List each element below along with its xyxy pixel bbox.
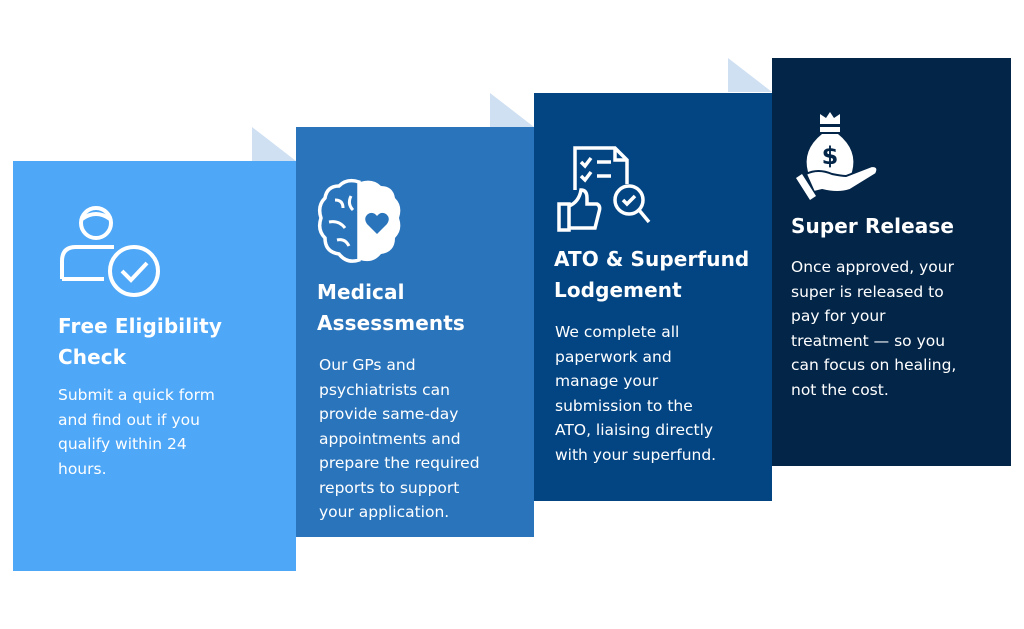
body-line: Once approved, your (791, 258, 954, 276)
title-line: Lodgement (554, 278, 682, 302)
body-line: and find out if you (58, 410, 200, 429)
title-line: Super Release (791, 214, 954, 238)
page-fold (252, 127, 296, 161)
step-title: Super Release (791, 211, 954, 242)
step-description: Once approved, your super is released to… (791, 255, 956, 402)
page-fold (490, 93, 534, 127)
body-line: Our GPs and (319, 356, 416, 374)
title-line: Medical (317, 280, 405, 304)
step-description: We complete all paperwork and manage you… (555, 320, 716, 467)
body-line: We complete all (555, 323, 680, 341)
step-title: Medical Assessments (317, 277, 465, 339)
step-title: Free Eligibility Check (58, 311, 222, 373)
svg-text:$: $ (822, 142, 839, 170)
body-line: can focus on healing, (791, 356, 957, 374)
title-line: Free Eligibility (58, 314, 222, 338)
page-fold (728, 58, 772, 92)
brain-heart-icon (317, 178, 401, 263)
body-line: reports to support (319, 478, 460, 497)
body-line: treatment — so you (791, 331, 946, 350)
body-line: not the cost. (791, 380, 889, 399)
body-line: super is released to (791, 282, 944, 301)
body-line: with your superfund. (555, 445, 717, 464)
body-line: submission to the (555, 396, 693, 415)
body-line: psychiatrists can (319, 380, 450, 399)
body-line: manage your (555, 372, 659, 390)
body-line: your application. (319, 503, 450, 521)
body-line: pay for your (791, 307, 886, 325)
title-line: Check (58, 345, 127, 369)
step-title: ATO & Superfund Lodgement (554, 244, 749, 306)
money-bag-hand-icon: $ (796, 112, 879, 200)
title-line: Assessments (317, 311, 465, 335)
body-line: paperwork and (555, 347, 672, 366)
user-check-icon (60, 206, 160, 297)
step-card-eligibility-check (13, 161, 296, 571)
step-card-medical-assessments (296, 127, 534, 537)
body-line: provide same-day (319, 405, 459, 423)
step-card-super-release (772, 58, 1011, 466)
title-line: ATO & Superfund (554, 247, 750, 271)
document-approval-icon (557, 146, 651, 232)
step-description: Our GPs and psychiatrists can provide sa… (319, 353, 480, 525)
body-line: qualify within 24 (58, 435, 187, 453)
body-line: hours. (58, 459, 107, 478)
step-description: Submit a quick form and find out if you … (58, 383, 215, 481)
body-line: Submit a quick form (58, 386, 215, 404)
body-line: appointments and (319, 429, 461, 448)
body-line: prepare the required (319, 454, 480, 472)
body-line: ATO, liaising directly (555, 421, 714, 439)
